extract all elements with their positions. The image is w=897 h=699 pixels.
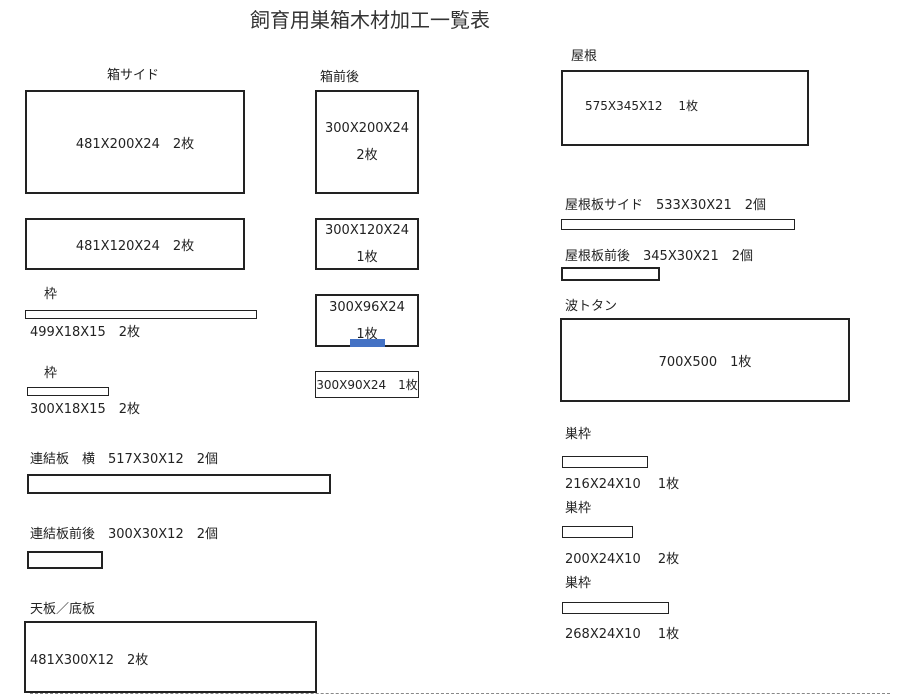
front-back-panel-2: 300X120X24 1枚 (315, 218, 419, 270)
front-back-label: 箱前後 (320, 70, 360, 85)
front-back-panel-1-line1: 300X200X24 (325, 121, 409, 136)
roof-panel: 575X345X12 1枚 (561, 70, 809, 146)
nest2-label: 巣枠 (565, 501, 592, 516)
link-front-label: 連結板前後 300X30X12 2個 (30, 527, 218, 542)
box-side-panel-1: 481X200X24 2枚 (25, 90, 245, 194)
roof-front-bar (561, 267, 660, 281)
front-back-panel-4: 300X90X24 1枚 (315, 371, 419, 398)
frame2-bar (27, 387, 109, 396)
front-back-panel-2-line1: 300X120X24 (325, 223, 409, 238)
frame1-dims: 499X18X15 2枚 (30, 325, 140, 340)
nest1-label: 巣枠 (565, 427, 592, 442)
top-bottom-text: 481X300X12 2枚 (30, 653, 149, 668)
front-back-panel-3-line1: 300X96X24 (329, 299, 405, 315)
box-side-panel-1-text: 481X200X24 2枚 (75, 136, 195, 152)
nest3-dims: 268X24X10 1枚 (565, 627, 680, 642)
front-back-panel-3-line2: 1枚 (356, 326, 378, 342)
front-back-panel-1-line2: 2枚 (356, 148, 378, 163)
page-title: 飼育用巣箱木材加工一覧表 (250, 8, 490, 32)
box-side-panel-2-text: 481X120X24 2枚 (75, 238, 195, 254)
roof-text: 575X345X12 1枚 (585, 99, 698, 113)
tin-text: 700X500 1枚 (658, 354, 752, 370)
front-back-panel-2-line2: 1枚 (356, 250, 378, 265)
nest3-bar (562, 602, 669, 614)
top-bottom-label: 天板／底板 (30, 602, 96, 617)
roof-label: 屋根 (571, 49, 598, 64)
page-break-line (30, 693, 890, 694)
link-side-label: 連結板 横 517X30X12 2個 (30, 452, 218, 467)
frame1-label: 枠 (44, 287, 58, 302)
box-side-panel-2: 481X120X24 2枚 (25, 218, 245, 270)
nest2-bar (562, 526, 633, 538)
frame2-dims: 300X18X15 2枚 (30, 402, 140, 417)
frame1-bar (25, 310, 257, 319)
nest1-bar (562, 456, 648, 468)
roof-side-bar (561, 219, 795, 230)
front-back-panel-4-text: 300X90X24 1枚 (316, 378, 418, 392)
tin-panel: 700X500 1枚 (560, 318, 850, 402)
tin-label: 波トタン (565, 299, 618, 314)
front-back-panel-3: 300X96X24 1枚 (315, 294, 419, 347)
nest1-dims: 216X24X10 1枚 (565, 477, 680, 492)
link-side-bar (27, 474, 331, 494)
roof-side-label: 屋根板サイド 533X30X21 2個 (565, 198, 766, 213)
box-side-label: 箱サイド (107, 68, 160, 83)
link-front-bar (27, 551, 103, 569)
nest2-dims: 200X24X10 2枚 (565, 552, 680, 567)
roof-front-label: 屋根板前後 345X30X21 2個 (565, 249, 753, 264)
selection-handle[interactable] (350, 339, 385, 347)
top-bottom-panel: 481X300X12 2枚 (24, 621, 317, 693)
nest3-label: 巣枠 (565, 576, 592, 591)
front-back-panel-1: 300X200X24 2枚 (315, 90, 419, 194)
frame2-label: 枠 (44, 366, 58, 381)
